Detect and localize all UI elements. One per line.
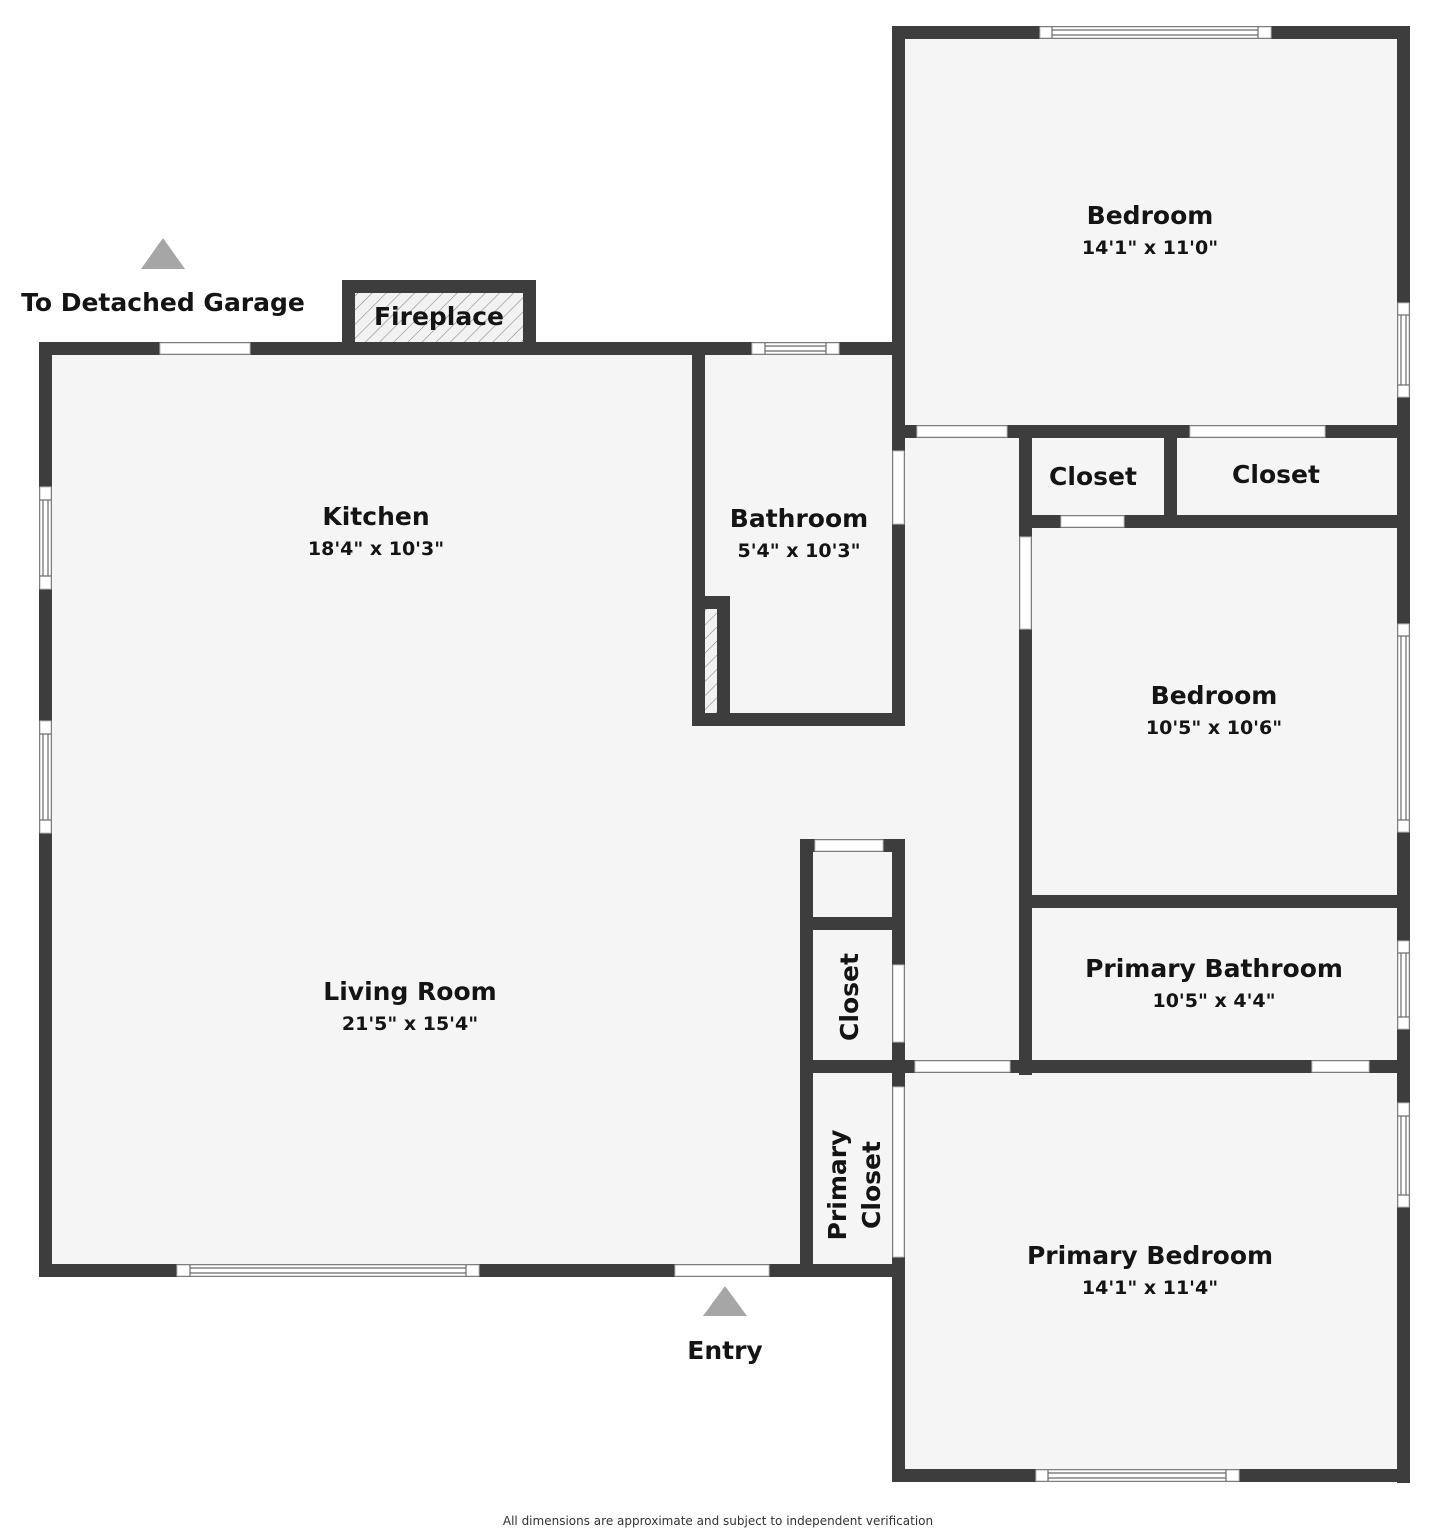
wall-closet-block-mid (800, 917, 905, 930)
room-dimensions: 18'4" x 10'3" (308, 538, 444, 560)
room-name: Primary Bathroom (1085, 954, 1343, 983)
room-primary-bedroom: Primary Bedroom 14'1" x 11'4" (1027, 1241, 1273, 1299)
wall-bedroom1-west (892, 26, 905, 438)
wall-bedroom2-south (1019, 895, 1410, 908)
room-name: Closet (1232, 460, 1320, 489)
opening-closet1-door (1060, 515, 1125, 528)
room-name: Living Room (323, 977, 496, 1006)
wall-north-main (39, 342, 905, 355)
room-dimensions: 21'5" x 15'4" (342, 1013, 478, 1035)
wall-closet-divider (1164, 425, 1177, 528)
window (1039, 26, 1272, 39)
triangle-up-arrow-icon (703, 1286, 747, 1316)
window (751, 342, 840, 355)
opening-closet3-top (814, 839, 884, 852)
room-bathroom: Bathroom 5'4" x 10'3" (730, 504, 868, 562)
fireplace-label: Fireplace (374, 302, 504, 331)
wall-closet-block-low (800, 1060, 905, 1073)
wall-primary-bath-south (892, 1060, 1410, 1073)
opening-primary-bedroom-north (1311, 1060, 1370, 1073)
room-dimensions: 14'1" x 11'0" (1082, 237, 1218, 259)
room-name: Bedroom (1151, 681, 1278, 710)
opening-closet3-door (892, 964, 905, 1043)
room-name-line2: Closet (857, 1141, 886, 1229)
room-name: Closet (835, 953, 864, 1041)
floor-primary-bedroom (893, 1060, 1410, 1482)
triangle-up-arrow-icon (141, 238, 185, 269)
room-name: Primary Bedroom (1027, 1241, 1273, 1270)
wall-closet-block-west (800, 839, 813, 1277)
floor-bedroom-1 (893, 27, 1410, 437)
opening-bath-door (892, 450, 905, 525)
room-name-line1: Primary (823, 1130, 852, 1241)
bath-nook-hatch (705, 609, 717, 713)
window (1397, 1102, 1410, 1208)
floor-hall (893, 425, 1033, 1075)
window (1397, 940, 1410, 1030)
room-kitchen: Kitchen 18'4" x 10'3" (308, 502, 444, 560)
fireplace: Fireplace (342, 280, 536, 350)
opening-primary-bath-door (914, 1060, 1011, 1073)
floors (40, 27, 1410, 1482)
floor-main (40, 343, 905, 1276)
garage-label: To Detached Garage (21, 288, 305, 317)
room-closet-1: Closet (1049, 462, 1137, 491)
opening-entry-door (674, 1264, 770, 1277)
room-name: Bathroom (730, 504, 868, 533)
room-name: Kitchen (322, 502, 429, 531)
room-living-room: Living Room 21'5" x 15'4" (323, 977, 496, 1035)
opening-bedroom1-door (916, 425, 1008, 438)
wall-bath-south (692, 713, 905, 726)
disclaimer: All dimensions are approximate and subje… (502, 1514, 934, 1528)
opening-kitchen-north (159, 342, 251, 355)
windows (39, 26, 1410, 1482)
room-primary-bathroom: Primary Bathroom 10'5" x 4'4" (1085, 954, 1343, 1012)
room-dimensions: 14'1" x 11'4" (1082, 1277, 1218, 1299)
window (39, 720, 52, 834)
opening-primary-closet-door (892, 1086, 905, 1258)
window (1397, 623, 1410, 833)
room-dimensions: 10'5" x 10'6" (1146, 717, 1282, 739)
room-name: Closet (1049, 462, 1137, 491)
opening-bedroom2-door (1019, 536, 1032, 630)
room-name: Bedroom (1087, 201, 1214, 230)
room-dimensions: 5'4" x 10'3" (737, 540, 860, 562)
window (1035, 1469, 1240, 1482)
window (39, 486, 52, 590)
room-bedroom-2: Bedroom 10'5" x 10'6" (1146, 681, 1282, 739)
fireplace-hatch (355, 293, 523, 343)
room-closet-3: Closet (835, 953, 864, 1041)
room-primary-closet: Primary Closet (823, 1130, 886, 1241)
opening-closet2-door (1189, 425, 1326, 438)
window (1397, 302, 1410, 398)
room-dimensions: 10'5" x 4'4" (1152, 990, 1275, 1012)
window (176, 1264, 480, 1277)
room-closet-2: Closet (1232, 460, 1320, 489)
entry-label: Entry (687, 1336, 762, 1365)
openings (159, 342, 1370, 1277)
garage-marker: To Detached Garage (21, 238, 305, 317)
entry-marker: Entry (687, 1286, 763, 1365)
room-bedroom-1: Bedroom 14'1" x 11'0" (1082, 201, 1218, 259)
floor-east-wing (1020, 425, 1410, 1075)
